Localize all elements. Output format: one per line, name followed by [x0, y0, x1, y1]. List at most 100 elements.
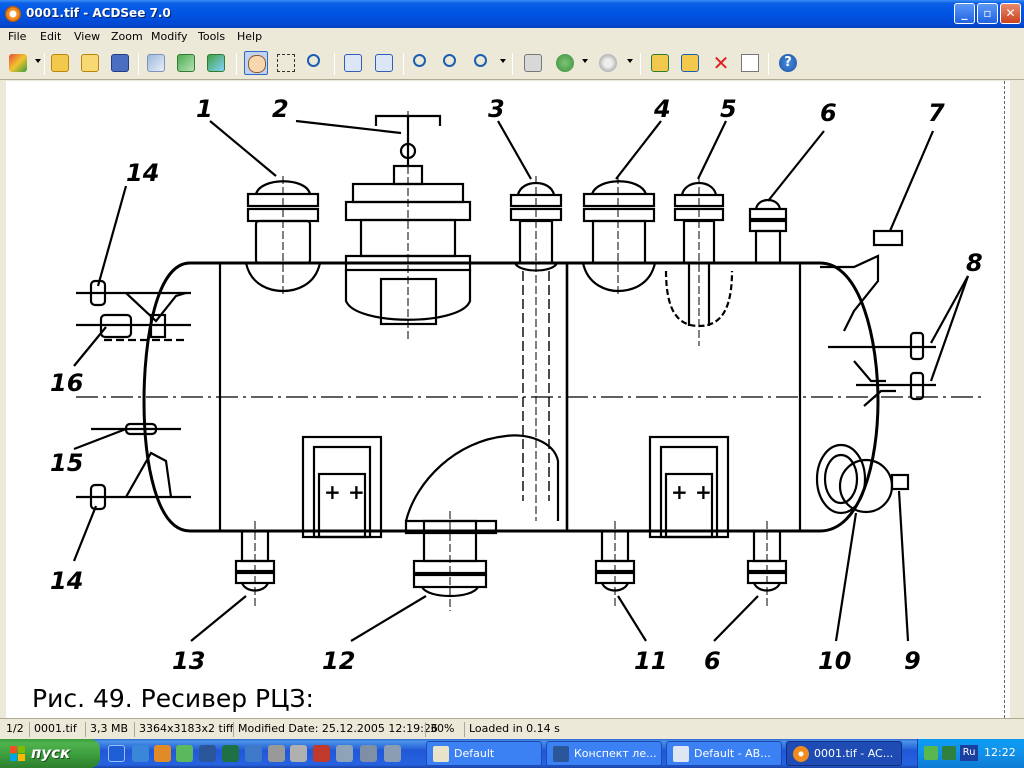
delete-x-icon: ✕: [712, 51, 730, 75]
status-zoom: 30%: [425, 722, 454, 737]
quicklaunch-app-icon[interactable]: [336, 745, 353, 762]
floppy-save-icon: [111, 54, 129, 72]
quicklaunch-spreadsheet-icon[interactable]: [222, 745, 239, 762]
menu-modify[interactable]: Modify: [151, 30, 188, 43]
zoom-mode-button[interactable]: [471, 51, 495, 75]
word-document-icon: [553, 746, 569, 762]
status-position: 1/2: [6, 722, 24, 735]
acquire-button[interactable]: [553, 51, 577, 75]
disc-icon: [599, 54, 617, 72]
quicklaunch-app-icon[interactable]: [313, 745, 330, 762]
start-button[interactable]: пуск: [0, 739, 100, 768]
title-bar[interactable]: 0001.tif - ACDSee 7.0 _ ▫ ✕: [0, 0, 1024, 28]
acdsee-app-icon: [793, 746, 809, 762]
taskbar-item-acdsee[interactable]: 0001.tif - AC...: [786, 741, 902, 766]
acdsee-browse-icon: [9, 54, 27, 72]
send-dropdown-arrow[interactable]: [627, 59, 633, 63]
callout-5: 5: [720, 95, 737, 123]
callout-13: 13: [172, 647, 205, 675]
callout-2: 2: [272, 95, 289, 123]
hand-tool-button[interactable]: [244, 51, 268, 75]
menu-tools[interactable]: Tools: [198, 30, 226, 43]
receiver-drawing: 1 2 3 4 5 6 7 8 9 10 11 12 13 14 14 15 1…: [32, 95, 983, 713]
zoom-tool-button[interactable]: [304, 51, 328, 75]
quicklaunch-access-icon[interactable]: [245, 745, 262, 762]
move-to-folder-button[interactable]: [678, 51, 702, 75]
zoom-mode-dropdown-arrow[interactable]: [500, 59, 506, 63]
printer-icon: [524, 54, 542, 72]
print-button[interactable]: [521, 51, 545, 75]
taskbar-item-word-doc[interactable]: Конспект ле...: [546, 741, 662, 766]
windows-logo-icon: [10, 746, 25, 761]
taskbar-item-default-ab[interactable]: Default - AB...: [666, 741, 782, 766]
toolbar-separator: [640, 53, 641, 75]
copy-to-folder-button[interactable]: [648, 51, 672, 75]
quicklaunch-ie-icon[interactable]: [108, 745, 125, 762]
menu-view[interactable]: View: [74, 30, 101, 43]
toolbar-separator: [403, 53, 404, 75]
rotate-left-button[interactable]: [341, 51, 365, 75]
previous-image-button[interactable]: [144, 51, 168, 75]
antivirus-tray-icon[interactable]: [942, 746, 956, 760]
menu-file[interactable]: File: [8, 30, 27, 43]
find-folder-button[interactable]: [78, 51, 102, 75]
panel-mark: +: [671, 480, 688, 504]
rotate-right-button[interactable]: [372, 51, 396, 75]
quicklaunch-app-icon[interactable]: [384, 745, 401, 762]
delete-button[interactable]: ✕: [709, 51, 733, 75]
open-folder-button[interactable]: [48, 51, 72, 75]
image-back-icon: [147, 54, 165, 72]
toolbar-separator: [334, 53, 335, 75]
panel-mark: +: [695, 480, 712, 504]
quicklaunch-tool-icon[interactable]: [290, 745, 307, 762]
zoom-out-button[interactable]: [440, 51, 464, 75]
callout-12: 12: [322, 647, 355, 675]
quicklaunch-excel-icon[interactable]: [176, 745, 193, 762]
acquire-dropdown-arrow[interactable]: [582, 59, 588, 63]
callout-14-bottom: 14: [50, 567, 83, 595]
status-filename: 0001.tif: [29, 722, 77, 737]
image-slideshow-icon: [207, 54, 225, 72]
send-button[interactable]: [596, 51, 620, 75]
taskbar: пуск Default Конспект ле... Default - AB…: [0, 739, 1024, 768]
callout-10: 10: [818, 647, 851, 675]
callout-9: 9: [904, 647, 921, 675]
panel-mark: +: [324, 480, 341, 504]
zoom-in-icon: [413, 54, 426, 67]
network-tray-icon[interactable]: [924, 746, 938, 760]
menu-zoom[interactable]: Zoom: [111, 30, 143, 43]
quicklaunch-app-icon[interactable]: [154, 745, 171, 762]
language-indicator[interactable]: Ru: [960, 745, 978, 761]
quicklaunch-tool-icon[interactable]: [268, 745, 285, 762]
browse-dropdown-arrow[interactable]: [35, 59, 41, 63]
minimize-button[interactable]: _: [954, 3, 975, 24]
image-viewer-canvas[interactable]: 1 2 3 4 5 6 7 8 9 10 11 12 13 14 14 15 1…: [6, 81, 1010, 718]
properties-button[interactable]: [738, 51, 762, 75]
callout-14-top: 14: [126, 159, 159, 187]
next-image-button[interactable]: [174, 51, 198, 75]
folder-copy-icon: [651, 54, 669, 72]
help-button[interactable]: ?: [776, 51, 800, 75]
callout-16: 16: [50, 369, 83, 397]
toolbar-separator: [512, 53, 513, 75]
close-button[interactable]: ✕: [1000, 3, 1021, 24]
zoom-in-button[interactable]: [410, 51, 434, 75]
quicklaunch-app-icon[interactable]: [360, 745, 377, 762]
save-button[interactable]: [108, 51, 132, 75]
select-tool-button[interactable]: [274, 51, 298, 75]
acquire-device-icon: [556, 54, 574, 72]
quicklaunch-word-icon[interactable]: [199, 745, 216, 762]
tray-clock[interactable]: 12:22: [984, 746, 1016, 759]
acdsee-app-icon[interactable]: [5, 6, 21, 22]
menu-edit[interactable]: Edit: [40, 30, 62, 43]
toolbar-separator: [236, 53, 237, 75]
quicklaunch-desktop-icon[interactable]: [132, 745, 149, 762]
rotate-left-icon: [344, 54, 362, 72]
folder-open-icon: [51, 54, 69, 72]
panel-mark: +: [348, 480, 365, 504]
slideshow-button[interactable]: [204, 51, 228, 75]
taskbar-item-default[interactable]: Default: [426, 741, 542, 766]
maximize-button[interactable]: ▫: [977, 3, 998, 24]
menu-help[interactable]: Help: [237, 30, 263, 43]
browse-button[interactable]: [6, 51, 30, 75]
